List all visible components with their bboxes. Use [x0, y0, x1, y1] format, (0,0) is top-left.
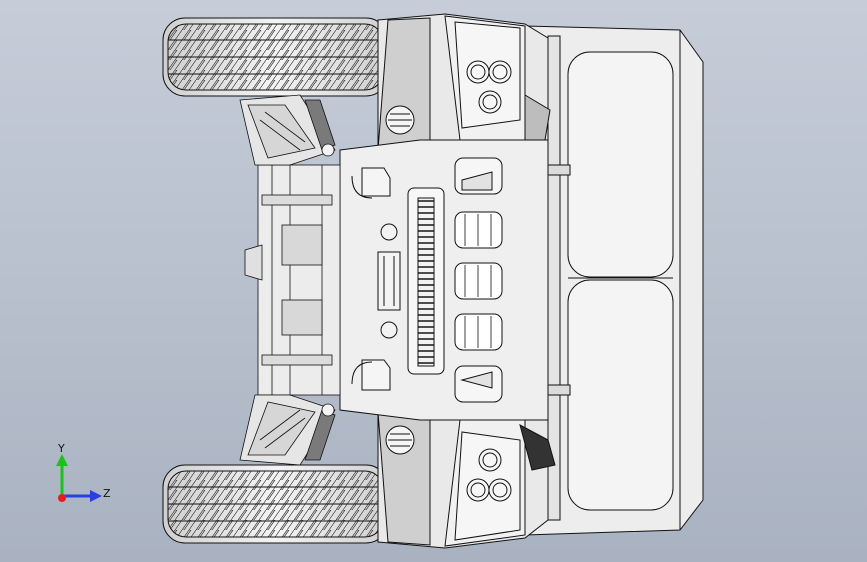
suspension-top: [239, 94, 336, 166]
front-plate: [339, 139, 549, 421]
y-axis-arrow: [56, 454, 68, 466]
suspension-bottom: [239, 394, 336, 466]
z-axis-label: Z: [103, 487, 111, 500]
hood-bottom: [377, 411, 556, 549]
tire-bottom: [162, 464, 389, 544]
hood-top: [377, 13, 551, 151]
chassis: [244, 164, 341, 396]
z-axis-arrow: [90, 490, 102, 502]
axis-triad: [48, 440, 118, 510]
y-axis-label: Y: [58, 442, 65, 455]
tire-top: [162, 17, 389, 97]
origin-dot: [58, 494, 66, 502]
rear-body: [524, 25, 704, 536]
